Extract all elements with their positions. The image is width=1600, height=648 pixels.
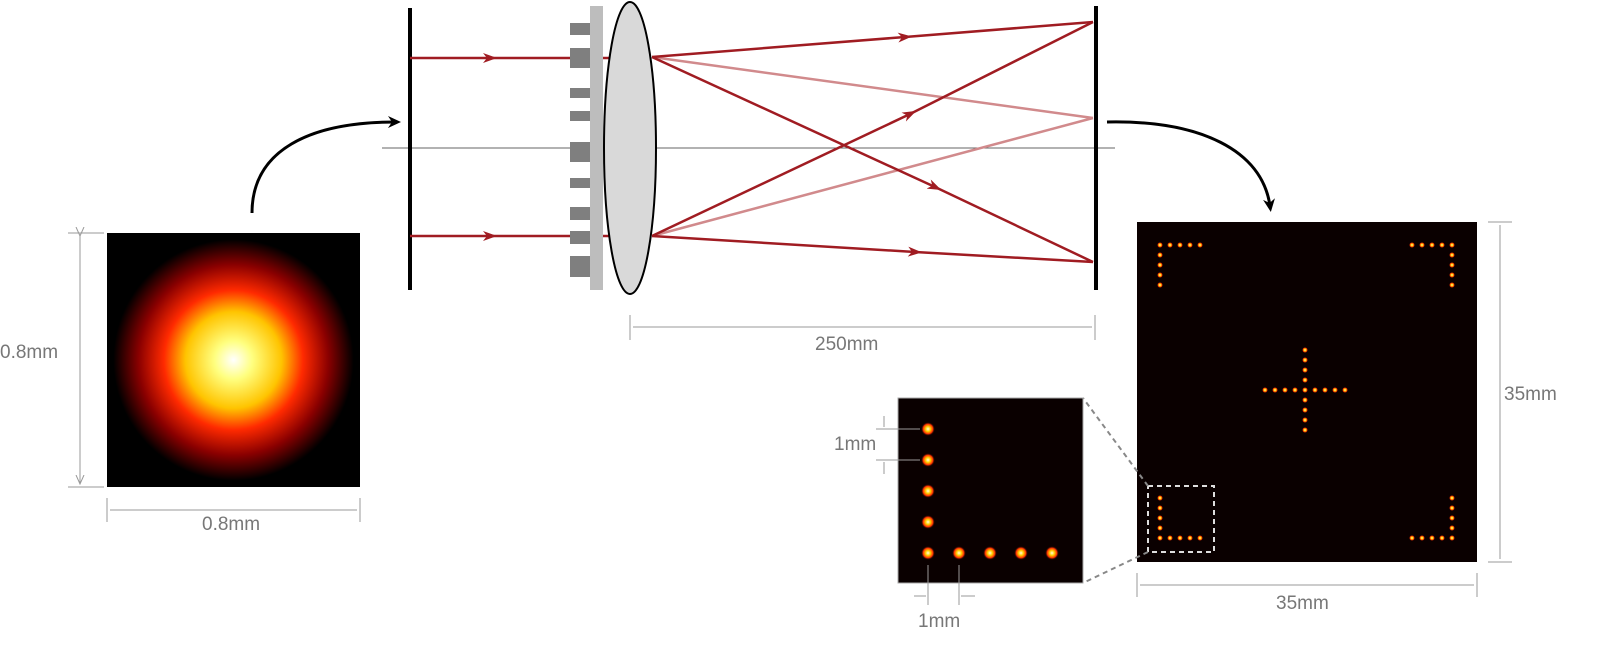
curved-arrow-to-output xyxy=(1106,120,1275,212)
spot xyxy=(1302,417,1308,423)
spot xyxy=(1302,367,1308,373)
spot xyxy=(1449,515,1455,521)
inset-vertical-pitch-dimension xyxy=(876,416,920,474)
spot xyxy=(1157,535,1163,541)
input-height-label: 0.8mm xyxy=(0,342,58,363)
spot xyxy=(1157,515,1163,521)
spot xyxy=(1302,397,1308,403)
spot xyxy=(1157,272,1163,278)
spot xyxy=(921,422,935,436)
spot xyxy=(1167,535,1173,541)
spot xyxy=(1312,387,1318,393)
output-height-dimension xyxy=(1488,221,1512,563)
spot xyxy=(1449,272,1455,278)
spot xyxy=(1429,535,1435,541)
spot xyxy=(1157,242,1163,248)
spot xyxy=(983,546,997,560)
spot xyxy=(1302,357,1308,363)
spot xyxy=(1302,427,1308,433)
lens xyxy=(603,1,657,295)
spot xyxy=(1302,387,1308,393)
spot xyxy=(1439,242,1445,248)
spot xyxy=(1449,525,1455,531)
spot xyxy=(1409,242,1415,248)
spot xyxy=(1419,242,1425,248)
spot xyxy=(1197,242,1203,248)
output-width-label: 35mm xyxy=(1276,593,1329,614)
spot xyxy=(1282,387,1288,393)
spot xyxy=(1332,387,1338,393)
spot xyxy=(1187,242,1193,248)
spot xyxy=(1449,535,1455,541)
spot xyxy=(921,453,935,467)
spot xyxy=(1302,347,1308,353)
focal-distance-dimension xyxy=(629,315,1096,340)
spot xyxy=(1292,387,1298,393)
spot xyxy=(1272,387,1278,393)
spot xyxy=(921,515,935,529)
spot xyxy=(1262,387,1268,393)
diffractive-grating xyxy=(570,6,603,290)
focal-distance-label: 250mm xyxy=(815,334,878,355)
spot xyxy=(1187,535,1193,541)
spot xyxy=(1449,282,1455,288)
inset-vertical-pitch-label: 1mm xyxy=(834,434,876,455)
output-spot-array xyxy=(1157,242,1455,541)
spot xyxy=(1429,242,1435,248)
gaussian-spot xyxy=(107,233,360,487)
curved-arrow-to-setup xyxy=(250,116,401,214)
spot xyxy=(921,484,935,498)
spot xyxy=(1157,505,1163,511)
spot xyxy=(1177,535,1183,541)
diffracted-rays xyxy=(651,20,1094,264)
spot xyxy=(1449,495,1455,501)
input-width-dimension xyxy=(106,498,361,522)
spot xyxy=(1157,495,1163,501)
spot xyxy=(1449,252,1455,258)
spot xyxy=(1419,535,1425,541)
spot xyxy=(921,546,935,560)
spot xyxy=(1157,252,1163,258)
spot xyxy=(1302,377,1308,383)
input-width-label: 0.8mm xyxy=(202,514,260,535)
spot xyxy=(1409,535,1415,541)
spot xyxy=(1197,535,1203,541)
spot xyxy=(1157,262,1163,268)
input-height-dimension xyxy=(68,233,104,488)
zero-order-rays xyxy=(651,55,1094,238)
spot xyxy=(1177,242,1183,248)
output-height-label: 35mm xyxy=(1504,384,1557,405)
spot xyxy=(1342,387,1348,393)
spot xyxy=(1014,546,1028,560)
inset-horizontal-pitch-label: 1mm xyxy=(918,611,960,632)
zoom-connector-lines xyxy=(1082,397,1149,584)
spot xyxy=(1302,407,1308,413)
output-width-dimension xyxy=(1136,573,1478,597)
spot xyxy=(1045,546,1059,560)
spot xyxy=(1449,262,1455,268)
spot xyxy=(1439,535,1445,541)
spot xyxy=(1449,242,1455,248)
spot xyxy=(1449,505,1455,511)
spot xyxy=(1157,525,1163,531)
spot xyxy=(1322,387,1328,393)
inset-horizontal-pitch-dimension xyxy=(914,565,975,605)
inset-spot-array xyxy=(921,422,1059,560)
zoom-region-box xyxy=(1147,485,1215,553)
spot xyxy=(1167,242,1173,248)
spot xyxy=(952,546,966,560)
spot xyxy=(1157,282,1163,288)
